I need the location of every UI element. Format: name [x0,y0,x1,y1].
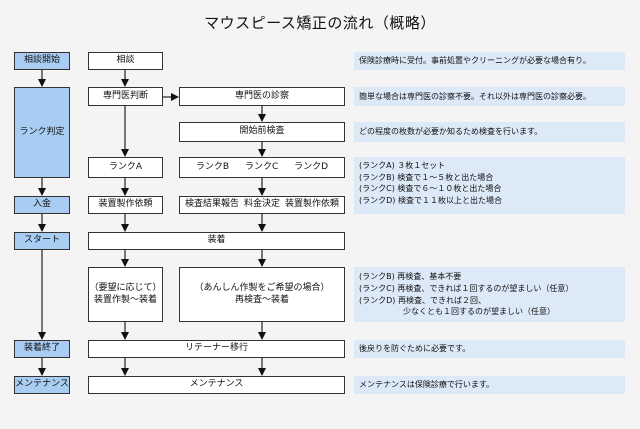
pre-exam-box: 開始前検査 [179,122,345,142]
exam-report-label: 検査結果報告 [184,199,239,210]
specialist-judgement-box: 専門医判断 [88,87,163,106]
consult-box: 相談 [88,52,163,70]
note-rank-b: (ランクB) 検査で１〜５枚と出た場合 [359,172,494,182]
note-ranks: (ランクA) ３枚１セット (ランクB) 検査で１〜５枚と出た場合 (ランクC)… [354,157,625,214]
stage-consult-start: 相談開始 [14,52,70,70]
device-order-label-2: 装置製作依頼 [284,199,339,210]
reassurance-line-2: 再検査〜装着 [234,294,289,305]
stage-end: 装着終了 [14,340,70,358]
rank-b-label: ランクB [195,161,230,172]
page-title: マウスピース矯正の流れ（概略） [204,14,436,32]
note-consult: 保険診療時に受付。事前処置やクリーニングが必要な場合有り。 [354,52,625,70]
stage-rank-judgement: ランク判定 [14,87,70,178]
note-specialist: 簡単な場合は専門医の診察不要。それ以外は専門医の診察必要。 [354,87,625,106]
stage-start: スタート [14,232,70,250]
note-retainer-text: 後戻りを防ぐために必要です。 [359,344,471,354]
note-pre-exam: どの程度の枚数が必要か知るため検査を行います。 [354,122,625,142]
note-consult-text: 保険診療時に受付。事前処置やクリーニングが必要な場合有り。 [359,56,591,66]
wearing-box: 装着 [88,232,345,250]
note-retainer: 後戻りを防ぐために必要です。 [354,340,625,358]
retainer-box: リテーナー移行 [88,340,345,358]
rank-bcd-box: ランクB ランクC ランクD [179,157,345,178]
note-rank-c: (ランクC) 検査で６〜１０枚と出た場合 [359,184,502,194]
note-pre-exam-text: どの程度の枚数が必要か知るため検査を行います。 [359,127,543,137]
rank-a-box: ランクA [88,157,163,178]
fee-decision-label: 料金決定 [243,199,280,210]
on-request-line-1: （要望に応じて） [89,283,162,294]
note-rank-a: (ランクA) ３枚１セット [359,161,446,170]
exam-report-box: 検査結果報告 料金決定 装置製作依頼 [179,196,345,214]
note-maintenance: メンテナンスは保険診療で行います。 [354,376,625,394]
on-request-box: （要望に応じて） 装置作製〜装着 [88,267,163,322]
stage-payment: 入金 [14,196,70,214]
note-specialist-text: 簡単な場合は専門医の診察不要。それ以外は専門医の診察必要。 [359,91,591,101]
note-reexam-d-cont: 少なくとも１回するのが望ましい（任意） [403,307,555,317]
stage-maintenance: メンテナンス [14,376,70,394]
note-reexam-b: (ランクB) 再検査、基本不要 [359,272,462,282]
maintenance-box: メンテナンス [88,376,345,394]
note-rank-d: (ランクD) 検査で１１枚以上と出た場合 [359,195,502,205]
on-request-line-2: 装置作製〜装着 [93,294,157,305]
note-reexam-c: (ランクC) 再検査、できれば１回するのが望ましい（任意） [359,283,574,293]
reassurance-line-1: （あんしん作製をご希望の場合） [194,283,330,294]
rank-d-label: ランクD [294,161,329,172]
specialist-exam-box: 専門医の診察 [179,87,345,106]
note-reexam-d: (ランクD) 再検査、できれば２回、 [359,295,486,305]
note-maintenance-text: メンテナンスは保険診療で行います。 [359,380,495,390]
note-reexam: (ランクB) 再検査、基本不要 (ランクC) 再検査、できれば１回するのが望まし… [354,267,625,322]
reassurance-box: （あんしん作製をご希望の場合） 再検査〜装着 [179,267,345,322]
rank-c-label: ランクC [244,161,279,172]
device-order-box: 装置製作依頼 [88,196,163,214]
